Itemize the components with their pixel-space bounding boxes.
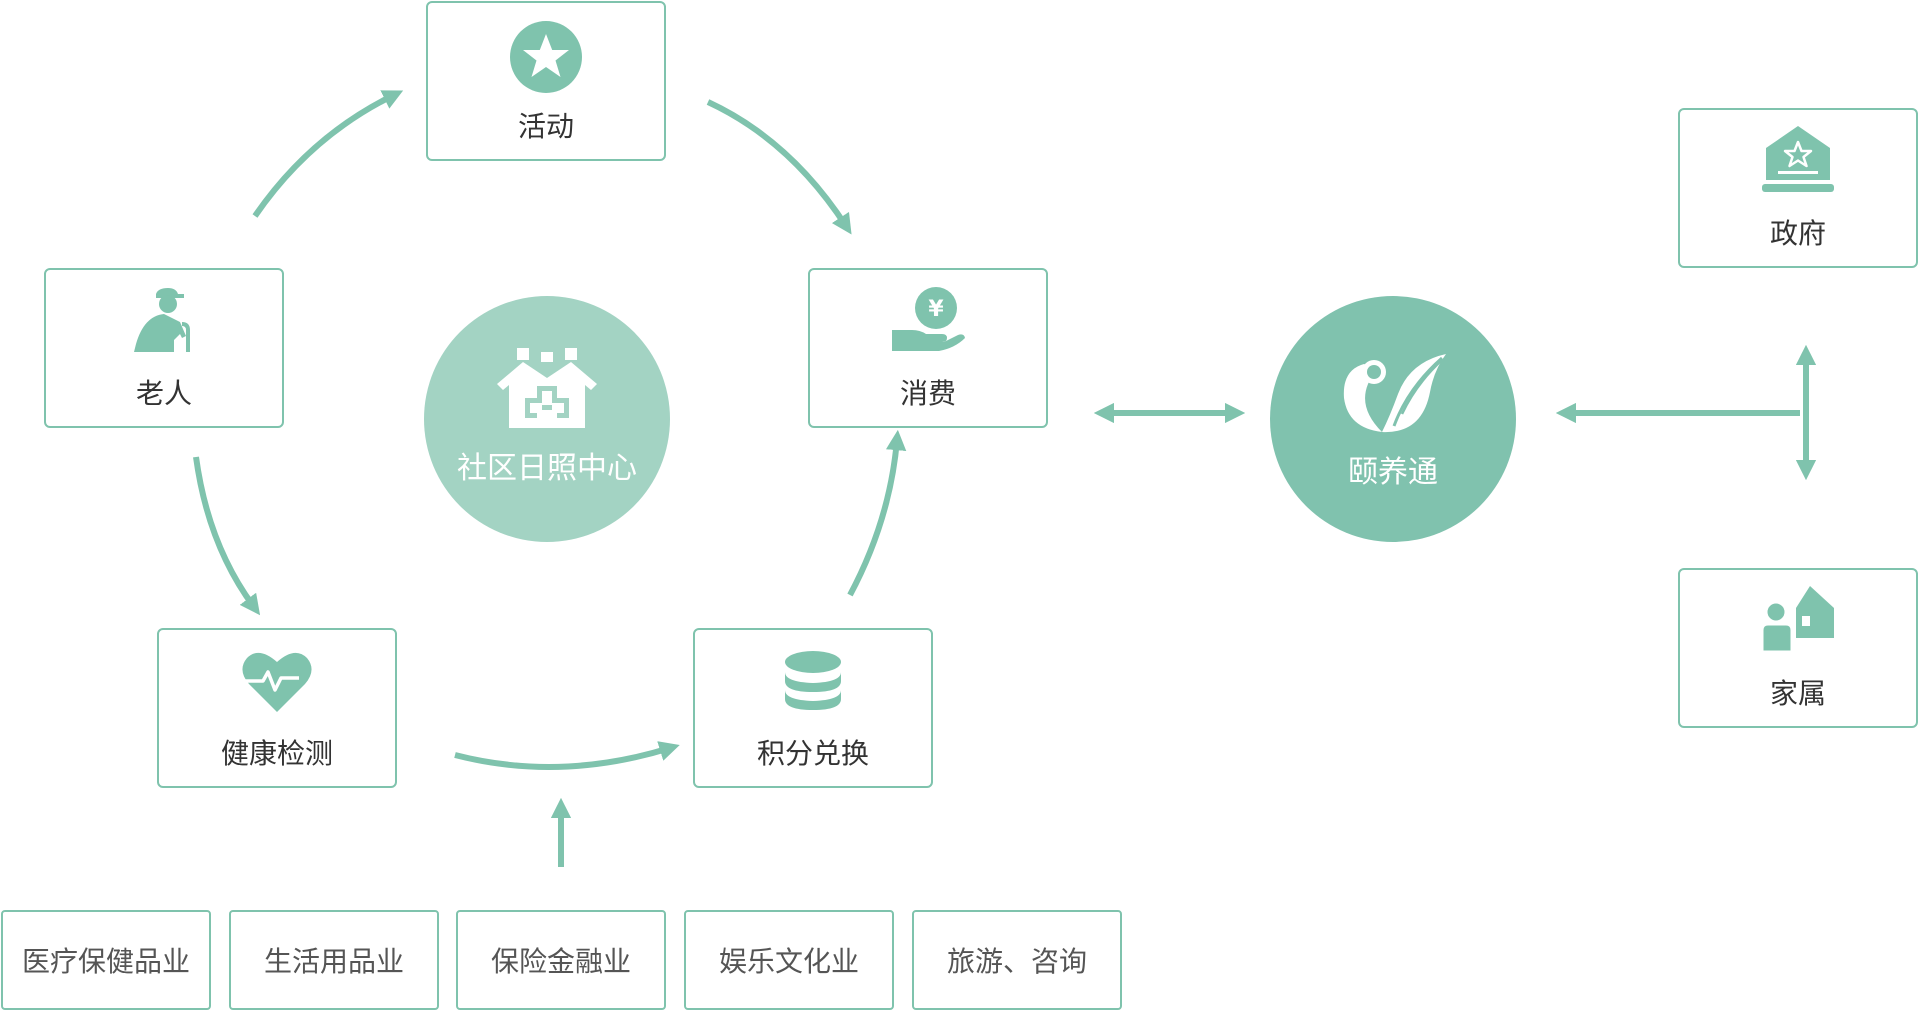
leaf-logo-icon bbox=[1343, 354, 1446, 433]
care-home-icon bbox=[497, 348, 597, 428]
node-points-label: 积分兑换 bbox=[756, 737, 869, 770]
node-points: 积分兑换 bbox=[693, 628, 933, 788]
node-health-label: 健康检测 bbox=[220, 737, 333, 770]
arrow-elder-to-activity bbox=[252, 90, 404, 218]
node-activity: 活动 bbox=[426, 1, 666, 161]
node-health: 健康检测 bbox=[157, 628, 397, 788]
node-elder-label: 老人 bbox=[135, 377, 192, 410]
government-building-icon bbox=[1762, 126, 1834, 192]
center-yiyangtong-label: 颐养通 bbox=[1348, 455, 1438, 490]
node-activity-label: 活动 bbox=[517, 110, 574, 143]
hand-coin-icon: ¥ bbox=[892, 287, 965, 351]
elderly-person-icon bbox=[134, 288, 190, 352]
node-family-label: 家属 bbox=[1769, 677, 1826, 710]
svg-text:¥: ¥ bbox=[928, 297, 944, 322]
node-government: 政府 bbox=[1678, 108, 1918, 268]
arrow-points-to-consume bbox=[847, 429, 907, 597]
arrow-elder-to-health bbox=[193, 456, 261, 616]
node-elder: 老人 bbox=[44, 268, 284, 428]
coin-stack-icon bbox=[785, 651, 841, 710]
arrow-activity-to-consume bbox=[706, 99, 852, 235]
family-home-icon bbox=[1762, 586, 1834, 652]
industry-medical: 医疗保健品业 bbox=[1, 910, 211, 1010]
star-icon bbox=[510, 21, 582, 93]
industry-daily-goods: 生活用品业 bbox=[229, 910, 439, 1010]
center-yiyangtong: 颐养通 bbox=[1270, 296, 1516, 542]
node-consume-label: 消费 bbox=[899, 377, 956, 410]
heartbeat-icon bbox=[242, 652, 312, 712]
industry-insurance-finance: 保险金融业 bbox=[456, 910, 666, 1010]
node-consume: ¥ 消费 bbox=[808, 268, 1048, 428]
node-government-label: 政府 bbox=[1769, 217, 1826, 250]
arrow-health-to-points bbox=[454, 741, 680, 770]
node-family: 家属 bbox=[1678, 568, 1918, 728]
industry-entertainment-culture: 娱乐文化业 bbox=[684, 910, 894, 1010]
industry-travel-consulting: 旅游、咨询 bbox=[912, 910, 1122, 1010]
center-day-care-label: 社区日照中心 bbox=[457, 451, 637, 486]
center-day-care: 社区日照中心 bbox=[424, 296, 670, 542]
